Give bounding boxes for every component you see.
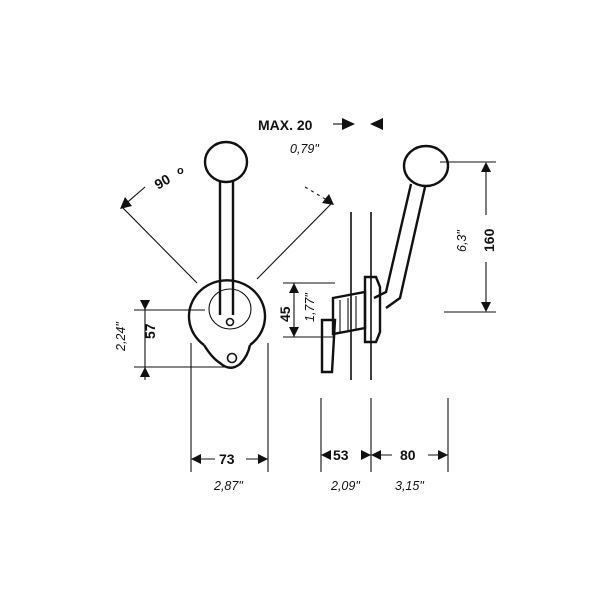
front-pivot-hole: [225, 317, 235, 327]
height-arrow-bottom: [481, 302, 491, 312]
pivot-arrow-top: [140, 300, 150, 310]
depth2-arrow-right: [438, 450, 448, 460]
pivot-arrow-bottom: [140, 367, 150, 377]
max-arrow-right: [370, 118, 383, 130]
hub-arrow-top: [289, 283, 299, 293]
front-hub-outer: [187, 279, 267, 346]
depth1-arrow-right: [361, 450, 371, 460]
max-arrow-left: [342, 118, 355, 130]
side-hub-body: [331, 290, 367, 336]
front-hub-inner: [208, 288, 252, 330]
max-inch-label: 0,79": [290, 142, 319, 156]
angle-label: 90: [151, 171, 173, 193]
side-lower-arm: [320, 318, 337, 374]
swing-arrow-left: [120, 197, 132, 209]
side-lever-front: [373, 183, 413, 300]
width-mm-label: 73: [219, 451, 235, 467]
depth2-in-label: 3,15": [395, 479, 424, 493]
front-lower-lug: [202, 344, 252, 369]
swing-arc-right: [304, 186, 333, 204]
front-lever-shaft: [218, 181, 235, 315]
swing-arrow-right: [322, 194, 334, 205]
depth1-in-label: 2,09": [330, 479, 360, 493]
pivot-mm-label: 57: [142, 323, 158, 339]
depth1-mm-label: 53: [333, 447, 349, 463]
side-hub-ribs: [339, 296, 357, 332]
width-arrow-left: [191, 454, 201, 464]
depth2-mm-label: 80: [400, 447, 416, 463]
width-in-label: 2,87": [213, 479, 243, 493]
height-arrow-top: [481, 162, 491, 172]
height-mm-label: 160: [481, 228, 497, 252]
side-flange: [363, 275, 382, 344]
depth2-arrow-left: [371, 450, 381, 460]
width-arrow-right: [258, 454, 268, 464]
side-lever-back: [385, 186, 427, 309]
front-view: 90 o 57 2,24" 73 2,87": [114, 140, 334, 493]
max-label: MAX. 20: [258, 117, 313, 133]
front-lug-hole: [226, 352, 238, 364]
hub-in-label: 1,77": [303, 293, 317, 322]
side-view: MAX. 20 0,79" 160 6,3" 45: [258, 117, 497, 493]
pivot-in-label: 2,24": [114, 322, 128, 352]
swing-line-right: [256, 202, 333, 280]
hub-arrow-bottom: [289, 327, 299, 337]
depth1-arrow-left: [321, 450, 331, 460]
angle-unit-label: o: [177, 165, 184, 177]
front-knob: [203, 140, 249, 184]
side-knob: [402, 144, 450, 188]
height-in-label: 6,3": [455, 230, 469, 252]
swing-line-left: [121, 206, 198, 284]
hub-mm-label: 45: [277, 306, 293, 322]
